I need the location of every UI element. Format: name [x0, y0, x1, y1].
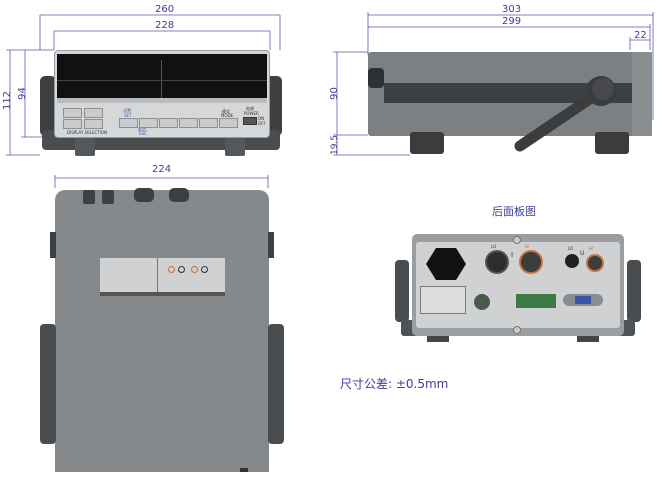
dim-112: 112: [2, 90, 14, 111]
side-foot-front: [410, 132, 444, 154]
display-screen: [57, 54, 267, 98]
side-view: [366, 50, 656, 160]
right-button[interactable]: [179, 118, 198, 128]
side-foot-rear: [595, 132, 629, 154]
dim-260: 260: [155, 4, 175, 15]
rear-handle-left: [395, 260, 409, 322]
dim-299: 299: [502, 16, 522, 27]
mode-en-label: MODE: [221, 113, 234, 118]
rear-view-title: 后面板图: [492, 205, 536, 218]
mode-button[interactable]: [219, 118, 238, 128]
display-divider-h: [57, 80, 267, 81]
mode-label: 模式: [222, 109, 230, 114]
top-knob-2: [102, 190, 114, 204]
set-en-label: SET: [124, 113, 132, 118]
top-view: [38, 184, 286, 474]
dim-19-5: 19.5: [330, 134, 341, 156]
display-select-button-4[interactable]: [84, 119, 103, 129]
current-i-label: I: [511, 251, 514, 259]
cancel-en-label: ESC: [139, 131, 147, 136]
side-handle: [514, 76, 616, 152]
top-handle-right: [268, 324, 284, 444]
cancel-label: 取消: [138, 127, 146, 132]
voltage-hi-label: HI: [589, 246, 594, 251]
power-en-label: POWER: [244, 111, 259, 116]
display-select-button-3[interactable]: [63, 119, 82, 129]
side-band: [384, 83, 632, 103]
up-button[interactable]: [159, 118, 178, 128]
front-panel: DISPLAY SELECTION 设置 SET 取消 ESC 模式 MODE …: [54, 50, 270, 138]
top-bottom-connector: [240, 468, 248, 472]
status-strip: [57, 98, 267, 103]
voltage-u-label: U: [580, 250, 585, 257]
serial-port: [563, 294, 603, 306]
power-label: 电源: [246, 106, 254, 111]
terminal-icon: [178, 266, 185, 273]
power-switch[interactable]: [243, 117, 257, 125]
top-side-tab-left: [50, 232, 56, 258]
relay-terminal-block: [516, 294, 556, 308]
terminal-voltage-lo: [565, 254, 579, 268]
top-side-tab-right: [268, 232, 274, 258]
left-handle: [40, 76, 56, 136]
side-front-knob: [368, 68, 384, 88]
db9-connector[interactable]: [575, 296, 591, 304]
foot-right: [225, 134, 245, 156]
terminal-icon: [191, 266, 198, 273]
dim-90: 90: [328, 87, 340, 100]
side-rear-cover: [632, 52, 652, 136]
dim-303: 303: [502, 4, 522, 15]
rear-panel: LO HI I LO HI U: [412, 234, 624, 336]
label-plate-strip: [100, 292, 225, 296]
power-off-label: OFF: [258, 121, 266, 126]
terminal-voltage-hi: [586, 254, 604, 272]
display-select-button-2[interactable]: [84, 108, 103, 118]
top-knob-3: [134, 188, 154, 202]
right-handle: [266, 76, 282, 136]
esc-button[interactable]: [139, 118, 158, 128]
rear-handle-right: [627, 260, 641, 322]
current-hi-label: HI: [525, 244, 530, 249]
terminal-icon: [201, 266, 208, 273]
tolerance-note: 尺寸公差: ±0.5mm: [340, 377, 449, 391]
display-selection-label: DISPLAY SELECTION: [67, 130, 108, 135]
top-label-plate: [99, 257, 226, 297]
current-lo-label: LO: [491, 244, 497, 249]
aux-input-connector: [474, 294, 490, 310]
dim-228: 228: [155, 20, 175, 31]
top-knob-1: [83, 190, 95, 204]
dim-224: 224: [152, 164, 172, 175]
rear-screw-top: [513, 236, 521, 244]
foot-left: [75, 134, 95, 156]
top-knob-4: [169, 188, 189, 202]
rear-screw-bottom: [513, 326, 521, 334]
dim-22: 22: [634, 30, 647, 41]
left-button[interactable]: [199, 118, 218, 128]
set-label: 设置: [123, 108, 131, 113]
voltage-lo-label: LO: [568, 246, 574, 251]
top-handle-left: [40, 324, 56, 444]
display-select-button-1[interactable]: [63, 108, 82, 118]
bnc-current-hi: [519, 250, 543, 274]
nameplate: [420, 286, 466, 314]
set-button[interactable]: [119, 118, 138, 128]
dim-94: 94: [16, 87, 28, 100]
front-view: DISPLAY SELECTION 设置 SET 取消 ESC 模式 MODE …: [38, 48, 284, 158]
terminal-icon: [168, 266, 175, 273]
power-on-label: ON: [258, 116, 265, 121]
bnc-current-lo: [485, 250, 509, 274]
top-body: [55, 190, 269, 472]
rear-view: LO HI I LO HI U: [393, 232, 643, 344]
display-divider: [161, 60, 162, 98]
label-plate-divider: [157, 258, 158, 292]
